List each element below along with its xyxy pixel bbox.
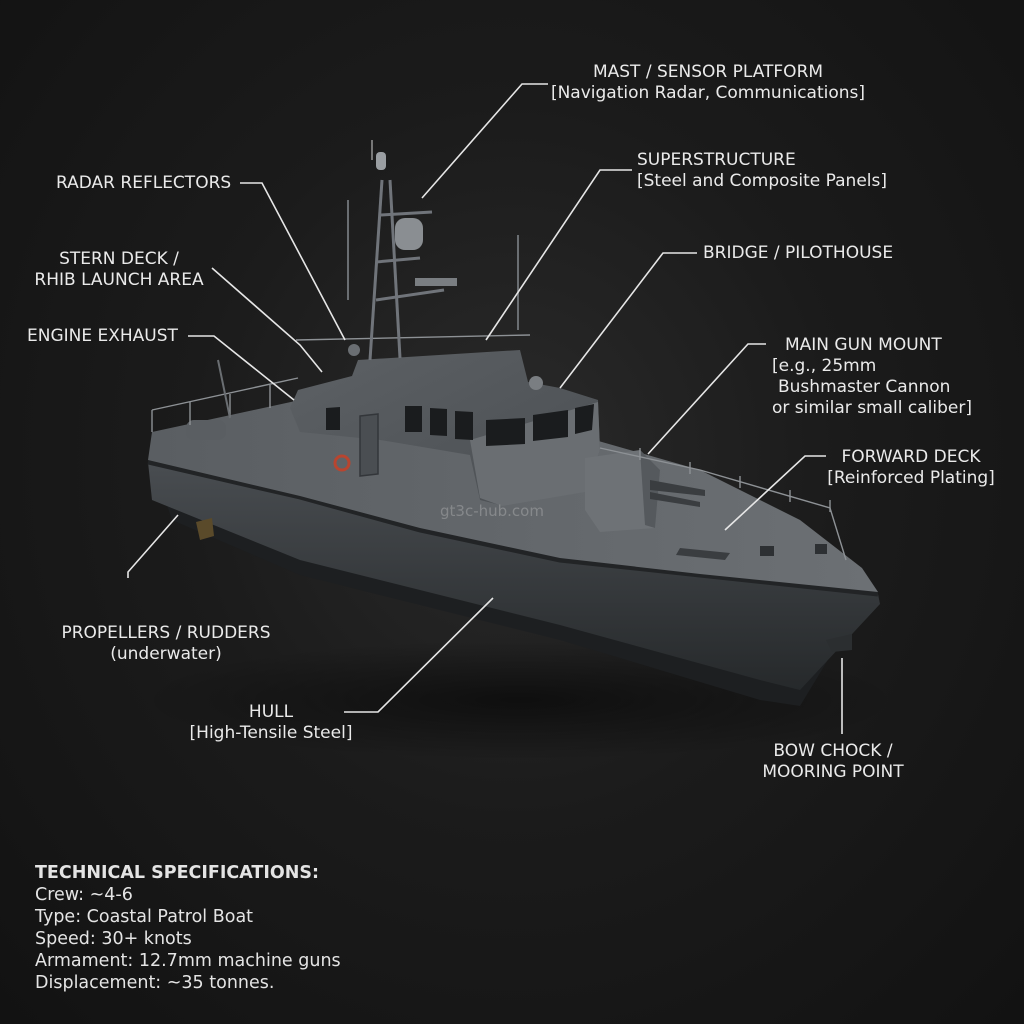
searchlight [529,376,543,390]
label-bow-chock-title: BOW CHOCK / [773,741,893,761]
gun-turret [585,450,660,532]
label-main-gun-title: MAIN GUN MOUNT [785,335,942,355]
deck-hatch [676,548,730,560]
label-forward-deck: FORWARD DECK [Reinforced Plating] [826,447,996,489]
label-bow-chock: BOW CHOCK / MOORING POINT [752,741,914,783]
hull-side [148,455,880,690]
label-propellers: PROPELLERS / RUDDERS (underwater) [58,623,274,665]
radar-array [415,278,457,286]
label-stern-deck-detail: RHIB LAUNCH AREA [34,270,204,290]
label-stern-deck-title: STERN DECK / [59,249,179,269]
label-radar-reflectors: RADAR REFLECTORS [56,173,232,193]
label-engine-exhaust: ENGINE EXHAUST [27,326,178,346]
label-bridge: BRIDGE / PILOTHOUSE [703,243,894,263]
specs-heading: TECHNICAL SPECIFICATIONS: [35,863,319,883]
deck-railings [151,334,847,561]
spec-line-type: Type: Coastal Patrol Boat [35,907,254,927]
label-stern-deck: STERN DECK / RHIB LAUNCH AREA [26,249,212,291]
label-bow-chock-detail: MOORING POINT [762,762,904,782]
leader-forward-deck [724,455,826,531]
leader-engine-exhaust [188,335,295,401]
label-hull-detail: [High-Tensile Steel] [189,723,353,743]
bridge-windows [326,404,594,446]
leader-superstructure [485,169,632,341]
label-mast-title: MAST / SENSOR PLATFORM [592,62,824,82]
leader-mast [421,83,548,199]
bollard [815,544,827,554]
label-superstructure-title: SUPERSTRUCTURE [637,150,796,170]
label-hull: HULL [High-Tensile Steel] [186,702,356,744]
life-ring [333,454,351,472]
label-forward-deck-detail: [Reinforced Plating] [827,468,995,488]
leader-radar-reflectors [240,182,346,341]
leader-hull [344,597,494,713]
bollard [760,546,774,556]
leader-lines [127,83,843,734]
leader-main-gun [647,343,766,455]
label-hull-title: HULL [248,702,294,722]
label-propellers-detail: (underwater) [110,644,222,664]
spec-line-displacement: Displacement: ~35 tonnes. [35,973,275,993]
label-mast: MAST / SENSOR PLATFORM [Navigation Radar… [548,62,868,104]
spec-line-crew: Crew: ~4-6 [35,885,133,905]
radar-reflector [348,344,360,356]
label-main-gun-detail-1: [e.g., 25mm [772,356,877,376]
leader-propellers [127,514,179,578]
gun-barrel [650,480,705,496]
spec-line-speed: Speed: 30+ knots [35,929,192,949]
technical-specifications: TECHNICAL SPECIFICATIONS: Crew: ~4-6 Typ… [35,862,341,994]
leader-stern-deck [211,267,323,373]
leader-bridge [559,252,697,389]
label-forward-deck-title: FORWARD DECK [841,447,981,467]
label-main-gun-detail-3: or similar small caliber] [772,398,972,418]
mast [368,179,445,361]
label-mast-detail: [Navigation Radar, Communications] [550,83,866,103]
label-main-gun: MAIN GUN MOUNT [e.g., 25mm Bushmaster Ca… [772,335,972,419]
label-superstructure: SUPERSTRUCTURE [Steel and Composite Pane… [637,150,887,192]
label-superstructure-detail: [Steel and Composite Panels] [637,171,888,191]
label-propellers-title: PROPELLERS / RUDDERS [61,623,271,643]
rub-rail [147,459,879,597]
label-main-gun-detail-2: Bushmaster Cannon [778,377,951,397]
watermark: gt3c-hub.com [440,502,544,520]
mast-top-sensor [376,152,386,170]
side-door [359,413,379,477]
bow-chock [826,634,852,652]
stern-canister [186,420,226,440]
antennas [217,200,519,419]
spec-line-armament: Armament: 12.7mm machine guns [35,951,341,971]
propeller [196,518,214,540]
radar-dome [395,218,423,250]
